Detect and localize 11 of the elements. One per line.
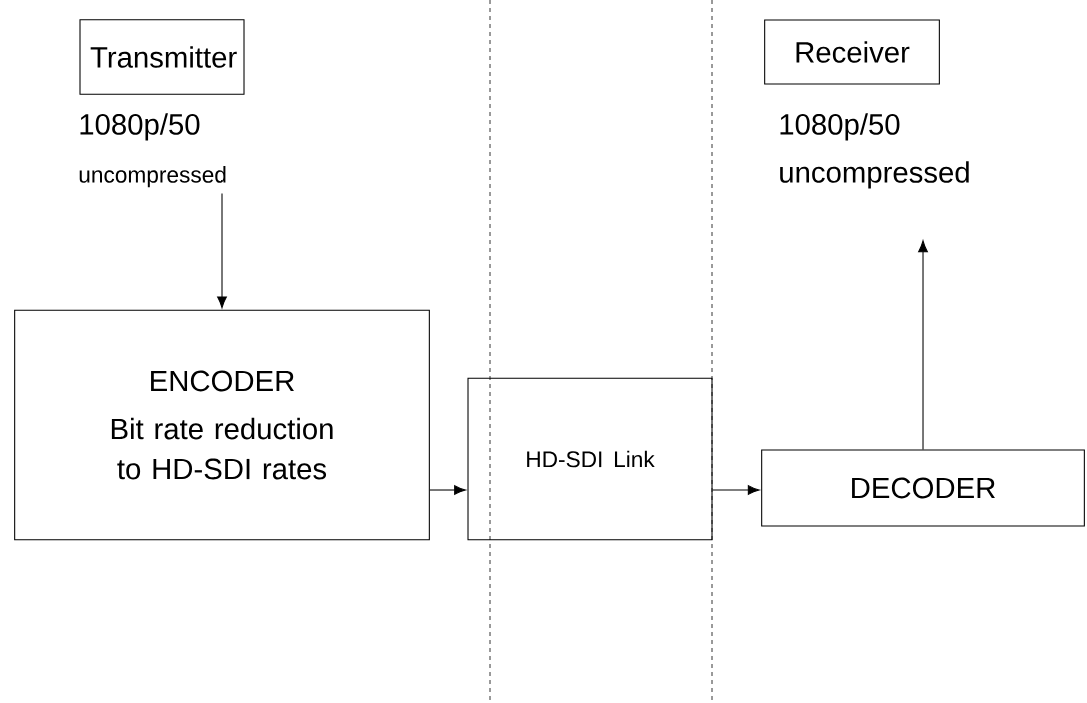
text-label: 1080p/50 uncompressed bbox=[79, 113, 226, 188]
arrow bbox=[217, 192, 227, 309]
process-box: Receiver bbox=[764, 19, 940, 85]
arrow bbox=[712, 485, 760, 495]
arrow bbox=[918, 240, 928, 450]
process-box: HD-SDI Link bbox=[467, 377, 713, 541]
process-box: ENCODER Bit rate reduction to HD-SDI rates bbox=[14, 309, 430, 541]
process-box: DECODER bbox=[761, 449, 1085, 527]
text-label: 1080p/50 uncompressed bbox=[780, 113, 969, 189]
arrow bbox=[429, 485, 466, 495]
process-box: Transmitter bbox=[79, 19, 245, 95]
